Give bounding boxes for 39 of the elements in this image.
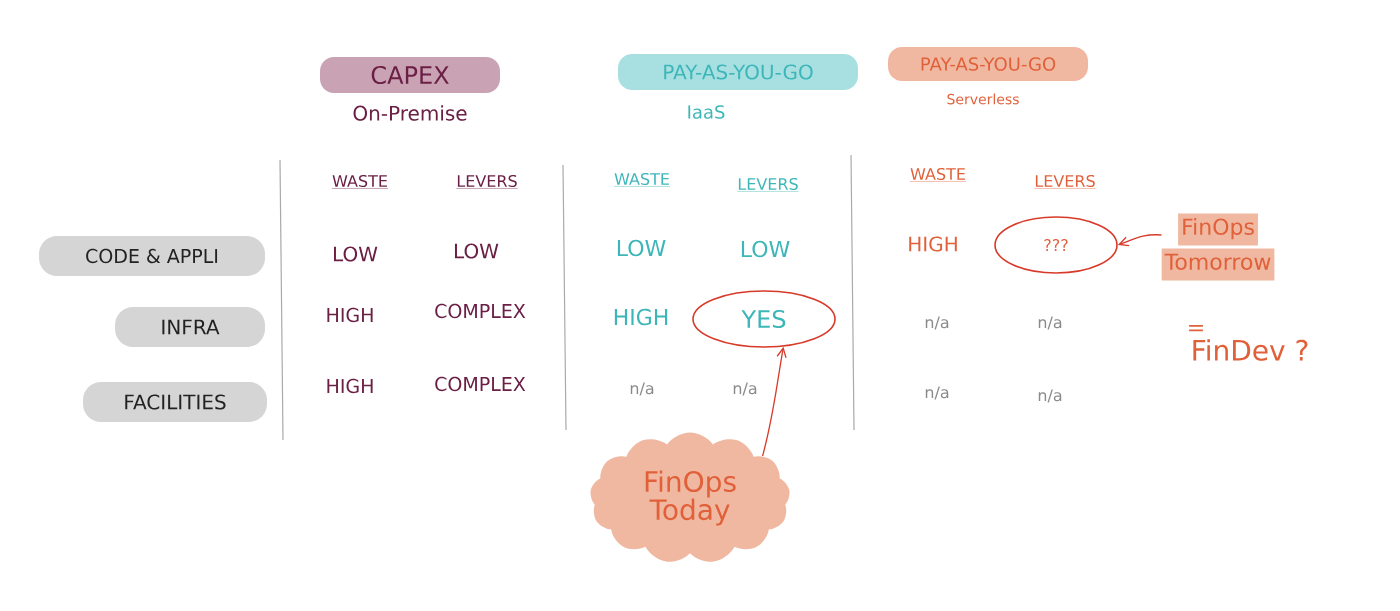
table-value: n/a <box>1038 316 1062 330</box>
table-value: HIGH <box>909 236 957 252</box>
table-value: COMPLEX <box>435 376 526 392</box>
column-header: WASTE <box>909 167 967 182</box>
column-header: LEVERS <box>737 177 799 192</box>
table-value: n/a <box>925 386 949 400</box>
table-value: LOW <box>334 246 378 262</box>
equals-sign: = <box>1189 325 1203 332</box>
table-value: n/a <box>1038 389 1062 403</box>
table-value: n/a <box>925 316 949 330</box>
table-value: HIGH <box>614 308 668 326</box>
table-value: LOW <box>741 240 790 258</box>
note-text: FinDev ? <box>1193 339 1308 361</box>
table-value: n/a <box>630 382 654 396</box>
subtitle: IaaS <box>688 105 725 119</box>
arrow <box>761 346 787 457</box>
column-header: LEVERS <box>1034 174 1096 189</box>
cloud-bubble: FinOps Today <box>590 432 790 562</box>
circled-value: YES <box>692 290 836 348</box>
table-value: LOW <box>617 239 666 257</box>
circled-value: ??? <box>994 216 1118 274</box>
table-value: HIGH <box>327 307 373 323</box>
highlight-band: PAY-AS-YOU-GO <box>888 47 1088 81</box>
column-header: WASTE <box>613 172 671 187</box>
table-value: n/a <box>733 382 757 396</box>
highlight-band: PAY-AS-YOU-GO <box>618 54 858 90</box>
subtitle: Serverless <box>947 93 1019 105</box>
table-value: COMPLEX <box>435 303 526 319</box>
table-value: LOW <box>455 243 499 259</box>
row-label: FACILITIES <box>83 382 267 422</box>
row-label: CODE & APPLI <box>39 236 265 276</box>
arrow <box>1117 234 1163 247</box>
row-label: INFRA <box>115 307 265 347</box>
highlight-band: CAPEX <box>320 57 500 93</box>
column-header: WASTE <box>331 174 389 189</box>
table-value: HIGH <box>327 378 373 394</box>
column-header: LEVERS <box>456 174 518 189</box>
highlighted-note: FinOps Tomorrow <box>1161 213 1275 281</box>
subtitle: On-Premise <box>353 105 467 121</box>
